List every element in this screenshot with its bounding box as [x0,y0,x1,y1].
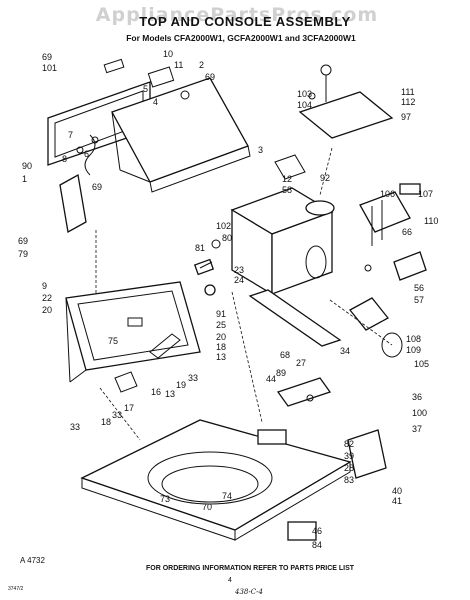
part-label-110: 110 [424,216,438,226]
valve-assembly [359,183,427,281]
part-label-33a: 33 [188,373,198,383]
part-label-41: 41 [392,496,402,506]
part-label-9: 9 [42,281,47,291]
part-label-34: 34 [340,346,350,356]
part-label-101: 101 [42,63,57,73]
part-label-69a: 69 [42,52,52,62]
part-label-103: 103 [297,89,312,99]
handwritten-reference: 438-C-4 [235,588,263,596]
part-label-25: 25 [216,320,226,330]
top-bracket [298,64,394,139]
part-label-19: 19 [176,380,186,390]
part-label-20b: 20 [216,332,226,342]
part-label-111: 111 [401,87,415,97]
part-label-23: 23 [234,265,244,275]
console-end-cap [59,173,87,234]
page-title: TOP AND CONSOLE ASSEMBLY [139,14,351,29]
part-label-66: 66 [402,227,412,237]
part-label-27: 27 [296,358,306,368]
part-label-3: 3 [258,145,263,155]
part-label-102: 102 [216,221,231,231]
part-label-33c: 33 [70,422,80,432]
part-label-97: 97 [401,112,411,122]
part-label-28: 28 [344,463,354,473]
part-label-105: 105 [414,359,429,369]
part-label-100: 100 [412,408,427,418]
part-label-33b: 33 [112,410,122,420]
part-label-17: 17 [124,403,134,413]
part-label-107: 107 [418,189,433,199]
part-label-73: 73 [160,494,170,504]
part-label-46: 46 [312,526,322,536]
part-label-20a: 20 [42,305,52,315]
part-label-74: 74 [222,491,232,501]
part-label-104: 104 [297,100,312,110]
part-label-90: 90 [22,161,32,171]
console-panel [47,58,251,193]
part-label-81: 81 [195,243,205,253]
part-label-10: 10 [163,49,173,59]
part-label-40: 40 [392,486,402,496]
part-label-39: 39 [344,451,354,461]
part-label-82: 82 [344,439,354,449]
part-label-36: 36 [412,392,422,402]
motor-housing [329,297,403,358]
part-label-11: 11 [174,60,183,70]
part-label-44: 44 [266,374,276,384]
part-label-75: 75 [108,336,118,346]
part-label-69c: 69 [92,182,102,192]
part-label-24: 24 [234,275,244,285]
part-label-16: 16 [151,387,161,397]
part-label-6: 6 [84,149,89,159]
part-label-18b: 18 [101,417,111,427]
model-subtitle: For Models CFA2000W1, GCFA2000W1 and 3CF… [126,33,356,43]
part-label-1: 1 [22,174,27,184]
part-label-18a: 18 [216,342,226,352]
part-label-5: 5 [143,84,148,94]
part-label-58: 58 [282,185,292,195]
part-label-109: 109 [406,345,421,355]
part-label-92: 92 [320,173,330,183]
lid-switch [276,377,332,407]
timer-box [287,429,387,541]
part-label-7: 7 [68,130,73,140]
part-label-69d: 69 [18,236,28,246]
part-label-68: 68 [280,350,290,360]
ordering-info-note: FOR ORDERING INFORMATION REFER TO PARTS … [145,565,355,572]
part-label-57: 57 [414,295,424,305]
corner-code: 3747/2 [8,586,24,592]
part-label-89: 89 [276,368,286,378]
part-label-112: 112 [401,97,415,107]
part-label-13b: 13 [165,389,175,399]
assembly-guides [95,147,333,441]
part-label-2: 2 [199,60,204,70]
control-box [230,154,335,296]
lid-assembly [65,281,201,383]
part-label-70: 70 [202,502,212,512]
mounting-strip [248,289,342,347]
part-label-79: 79 [18,249,28,259]
hinge-parts [114,239,221,393]
page-number: 4 [228,577,232,584]
part-label-8: 8 [62,154,67,164]
top-cabinet [80,419,352,541]
part-label-4: 4 [153,97,158,107]
part-label-108: 108 [406,334,421,344]
watermark: AppliancePartsPros.com [95,4,379,26]
part-label-69b: 69 [205,72,215,82]
part-label-22: 22 [42,293,52,303]
part-label-37: 37 [412,424,422,434]
part-label-91: 91 [216,309,226,319]
part-label-80: 80 [222,233,232,243]
part-label-83: 83 [344,475,354,485]
part-label-13a: 13 [216,352,226,362]
drawing-number: A 4732 [20,556,45,565]
part-label-84: 84 [312,540,322,550]
part-label-56: 56 [414,283,424,293]
part-label-12: 12 [282,174,292,184]
part-label-106: 106 [380,189,395,199]
